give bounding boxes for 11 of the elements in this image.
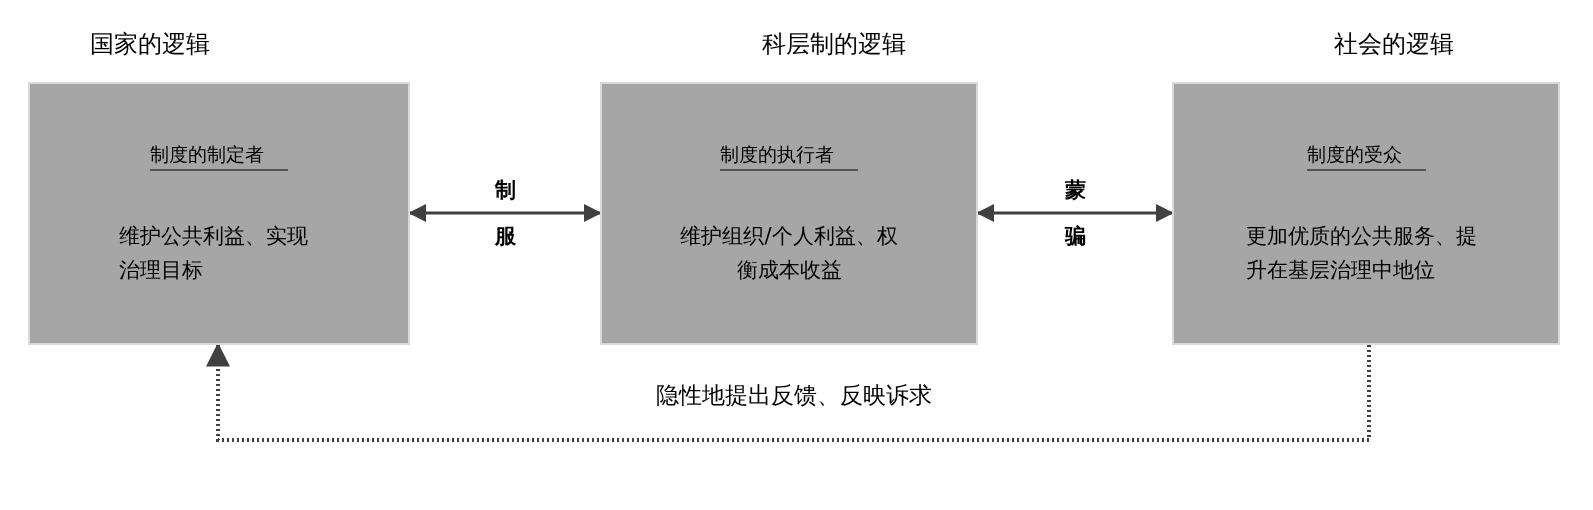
box-title: 制度的执行者 [720,140,858,171]
box-heading: 国家的逻辑 [90,29,210,60]
box-title: 制度的制定者 [150,140,288,171]
edge-label: 制服 [495,177,516,250]
box-description: 维护公共利益、实现治理目标 [119,222,309,284]
box-description: 维护组织/个人利益、权衡成本收益 [679,222,899,284]
box-title: 制度的受众 [1306,140,1426,171]
box-heading: 科层制的逻辑 [762,29,906,60]
box-heading: 社会的逻辑 [1334,29,1454,60]
box-description: 更加优质的公共服务、提升在基层治理中地位 [1246,222,1478,284]
edge-label: 蒙骗 [1065,177,1086,250]
